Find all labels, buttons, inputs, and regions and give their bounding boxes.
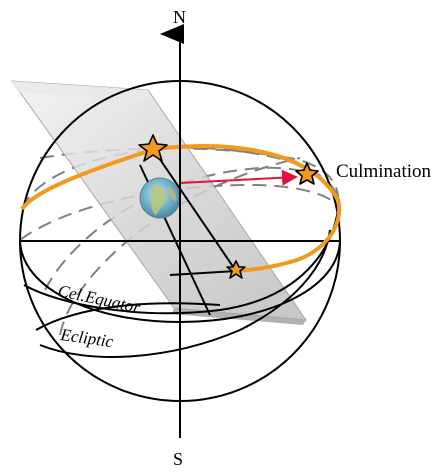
- north-label: N: [173, 7, 186, 27]
- stars: [138, 134, 319, 279]
- culmination-arrow: [179, 169, 298, 186]
- south-label: S: [173, 449, 184, 469]
- earth-icon: [139, 177, 181, 219]
- star-upper-left-icon: [138, 134, 168, 162]
- front-arcs: [23, 209, 339, 358]
- culmination-label: Culmination: [336, 161, 431, 182]
- star-culmination-icon: [295, 162, 319, 185]
- star-lower-icon: [226, 260, 246, 279]
